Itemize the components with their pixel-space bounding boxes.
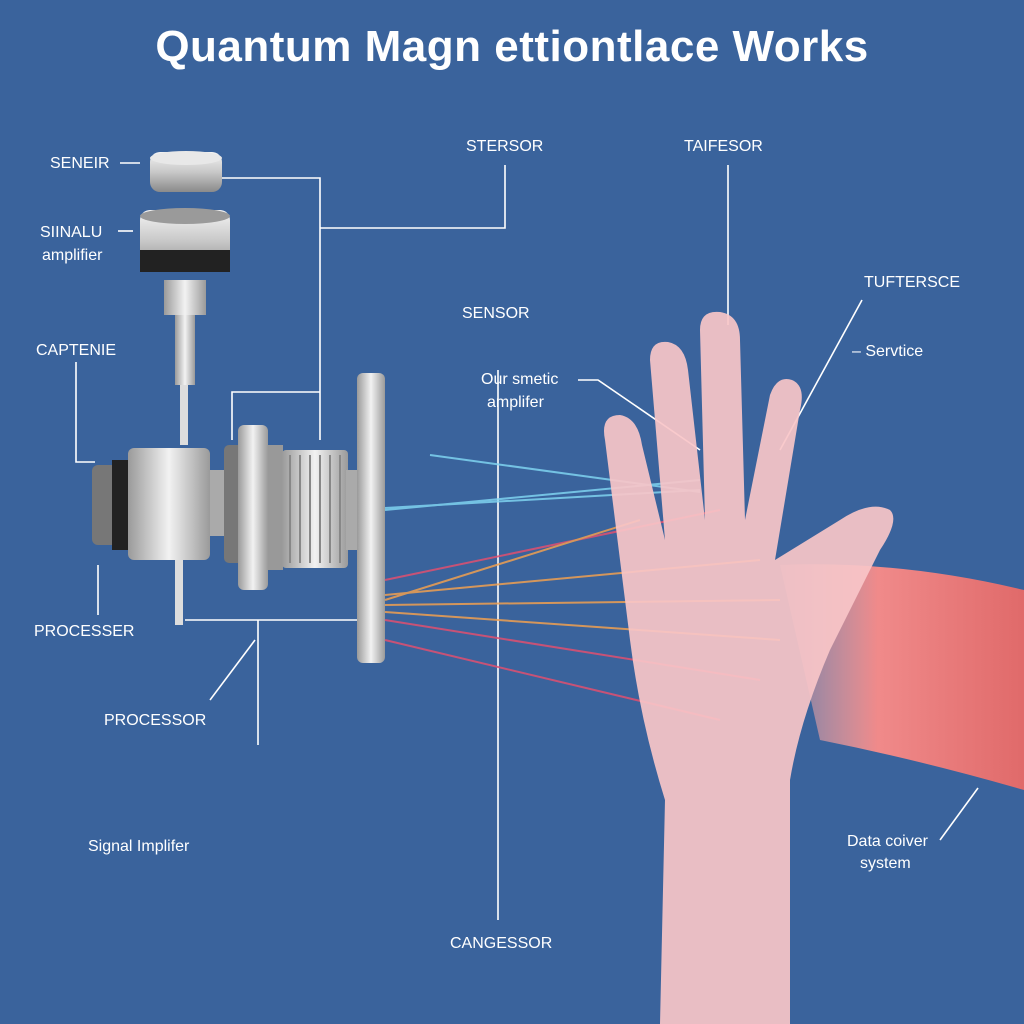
label-cangessor: CANGESSOR (450, 935, 553, 952)
label-processer: PROCESSER (34, 623, 135, 640)
label-amplifier: amplifier (42, 247, 103, 264)
label-captenie: CAPTENIE (36, 342, 117, 359)
label-system: system (860, 855, 911, 872)
label-servtice-text: Servtice (865, 343, 924, 360)
label-amplifer: amplifer (487, 394, 544, 411)
label-sensor: SENSOR (462, 305, 530, 322)
label-siinalu: SIINALU (40, 224, 103, 241)
label-signal-implifer: Signal Implifer (88, 838, 190, 855)
diagram-title: Quantum Magn ettiontlace Works (155, 22, 869, 71)
label-stersor: STERSOR (466, 138, 544, 155)
label-seneir: SENEIR (50, 155, 110, 172)
label-taifesor: TAIFESOR (684, 138, 763, 155)
label-tufterse: TUFTERSCE (864, 274, 960, 291)
label-our-smetic: Our smetic (481, 371, 559, 388)
hand (604, 311, 894, 1024)
label-processor: PROCESSOR (104, 712, 207, 729)
label-servtice: – Servtice (852, 343, 924, 360)
sensor-device (92, 151, 385, 663)
label-data-coiver: Data coiver (847, 833, 928, 850)
